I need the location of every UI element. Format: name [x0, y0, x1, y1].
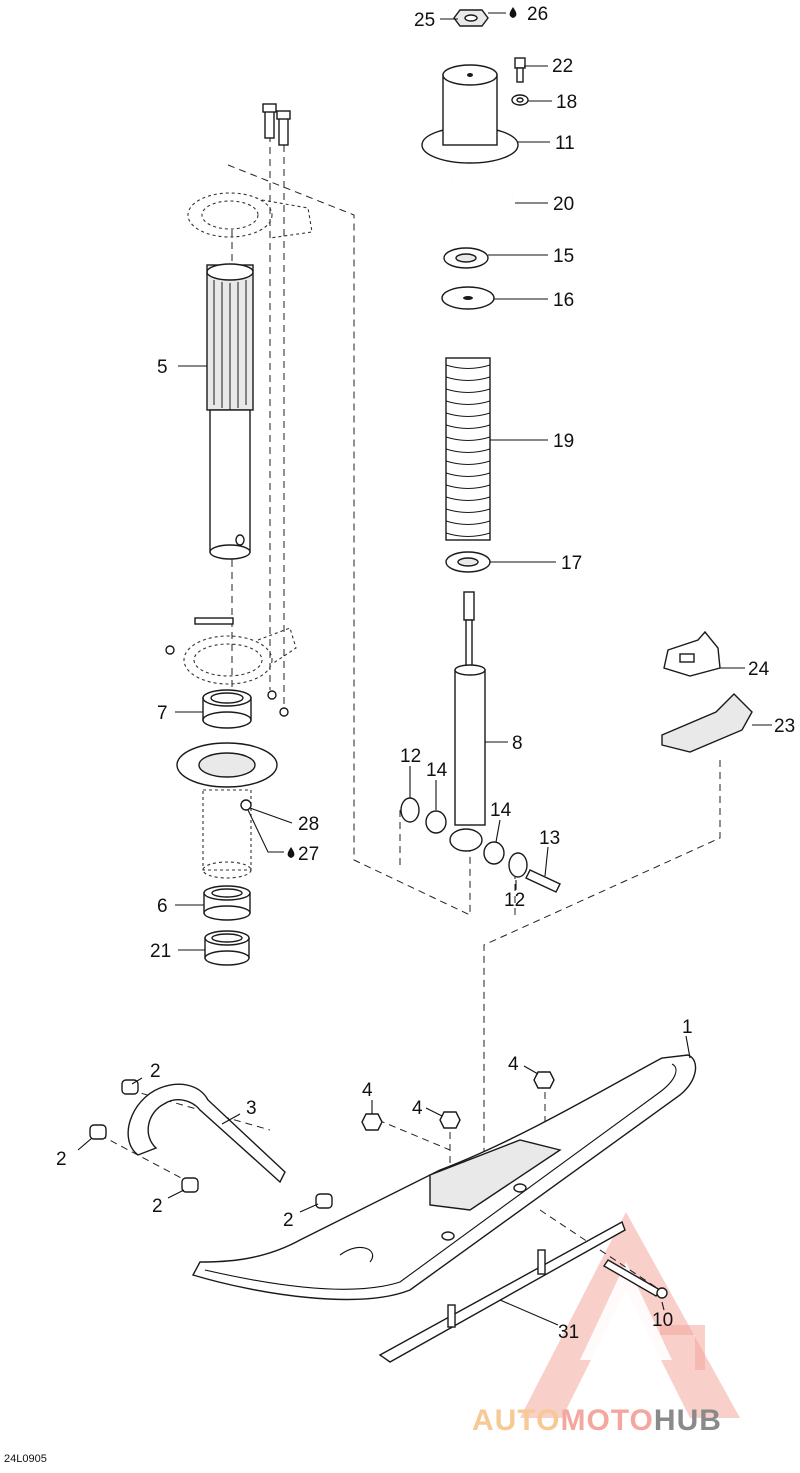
bushing-part-7	[202, 689, 252, 729]
leader-lines	[77, 12, 772, 1326]
nut-part-4-c	[533, 1071, 555, 1089]
wear-pad-part-23	[661, 693, 753, 753]
nut-part-4-a	[361, 1113, 383, 1131]
watermark-auto: AUTO	[472, 1404, 560, 1437]
bushing-part-14-left	[425, 810, 447, 834]
callout-11: 11	[555, 133, 575, 154]
callout-27: 27	[298, 844, 319, 865]
callout-15: 15	[553, 246, 574, 267]
callout-13: 13	[539, 828, 560, 849]
callout-2-a: 2	[150, 1061, 161, 1082]
column-top-bolts	[262, 103, 291, 146]
callout-31: 31	[558, 1322, 579, 1343]
callout-25: 25	[414, 10, 435, 31]
callout-16: 16	[553, 290, 574, 311]
callout-10: 10	[652, 1310, 673, 1331]
ski-part-1	[191, 1054, 697, 1301]
cap-part-2-a	[121, 1079, 139, 1095]
washer-part-18	[511, 94, 529, 106]
cap-part-2-b	[89, 1124, 107, 1140]
callout-3: 3	[246, 1098, 257, 1119]
handle-part-3	[127, 1083, 286, 1184]
oil-drop-icon	[287, 847, 295, 858]
callout-14-right: 14	[490, 800, 512, 821]
cap-part-11	[421, 64, 519, 164]
watermark-moto: MOTO	[560, 1404, 653, 1437]
callout-20: 20	[553, 194, 574, 215]
upper-clamp-ghost	[187, 192, 313, 239]
watermark-triangle	[520, 1212, 740, 1418]
callout-14-left: 14	[426, 760, 448, 781]
retaining-ring-part-20	[418, 176, 515, 225]
bolt-part-13	[525, 869, 561, 893]
callout-2-b: 2	[56, 1149, 67, 1170]
callout-labels: 25 26 22 18 11 20 15 16 19 17 5 7 28 27 …	[56, 4, 795, 1343]
callout-17: 17	[561, 553, 582, 574]
cap-part-2-d	[315, 1193, 333, 1209]
callout-12-left: 12	[400, 746, 421, 767]
washer-part-12-left	[400, 797, 420, 823]
ski-studs	[447, 1249, 546, 1328]
clip-part-24	[663, 630, 721, 677]
callout-1: 1	[682, 1017, 693, 1038]
callout-28: 28	[298, 814, 319, 835]
callout-22: 22	[552, 56, 573, 77]
callout-7: 7	[157, 703, 168, 724]
callout-5: 5	[157, 357, 168, 378]
callout-12-right: 12	[504, 890, 525, 911]
bushing-part-6	[203, 885, 251, 921]
nut-part-4-b	[439, 1111, 461, 1129]
watermark-text: AUTOMOTOHUB	[472, 1404, 722, 1437]
cap-part-2-c	[181, 1177, 199, 1193]
callout-19: 19	[553, 431, 574, 452]
callout-18: 18	[556, 92, 577, 113]
bushing-part-14-right	[483, 841, 505, 865]
ski-nuts-and-caps	[89, 1071, 555, 1209]
screw-part-22	[514, 57, 526, 83]
spring-seat-part-17	[445, 551, 491, 573]
callout-2-d: 2	[283, 1210, 294, 1231]
spring-seat-part-16	[441, 286, 495, 310]
callout-6: 6	[157, 896, 168, 917]
watermark-logo: AUTOMOTOHUB	[472, 1212, 740, 1437]
spring-part-19	[445, 357, 491, 541]
shock-hardware	[400, 797, 561, 893]
watermark-hub: HUB	[654, 1404, 722, 1437]
callout-8: 8	[512, 733, 523, 754]
callout-4-c: 4	[508, 1054, 519, 1075]
steering-column-part-5	[206, 263, 254, 560]
shock-absorber-part-8	[449, 591, 486, 852]
oil-drop-icon	[509, 7, 517, 18]
washer-part-15	[443, 247, 489, 269]
lower-clamp-ghost	[165, 617, 297, 717]
washer-part-12-right	[508, 852, 528, 878]
callout-2-c: 2	[152, 1196, 163, 1217]
callout-4-b: 4	[412, 1098, 423, 1119]
callout-24: 24	[748, 659, 770, 680]
drawing-code: 24L0905	[4, 1453, 47, 1465]
nut-part-25	[453, 9, 489, 27]
bushing-part-21	[204, 930, 250, 966]
callout-23: 23	[774, 716, 795, 737]
column-housing	[176, 742, 278, 879]
callout-4-a: 4	[362, 1080, 373, 1101]
callout-26: 26	[527, 4, 548, 25]
callout-21: 21	[150, 941, 171, 962]
bolt-part-10	[603, 1259, 668, 1299]
